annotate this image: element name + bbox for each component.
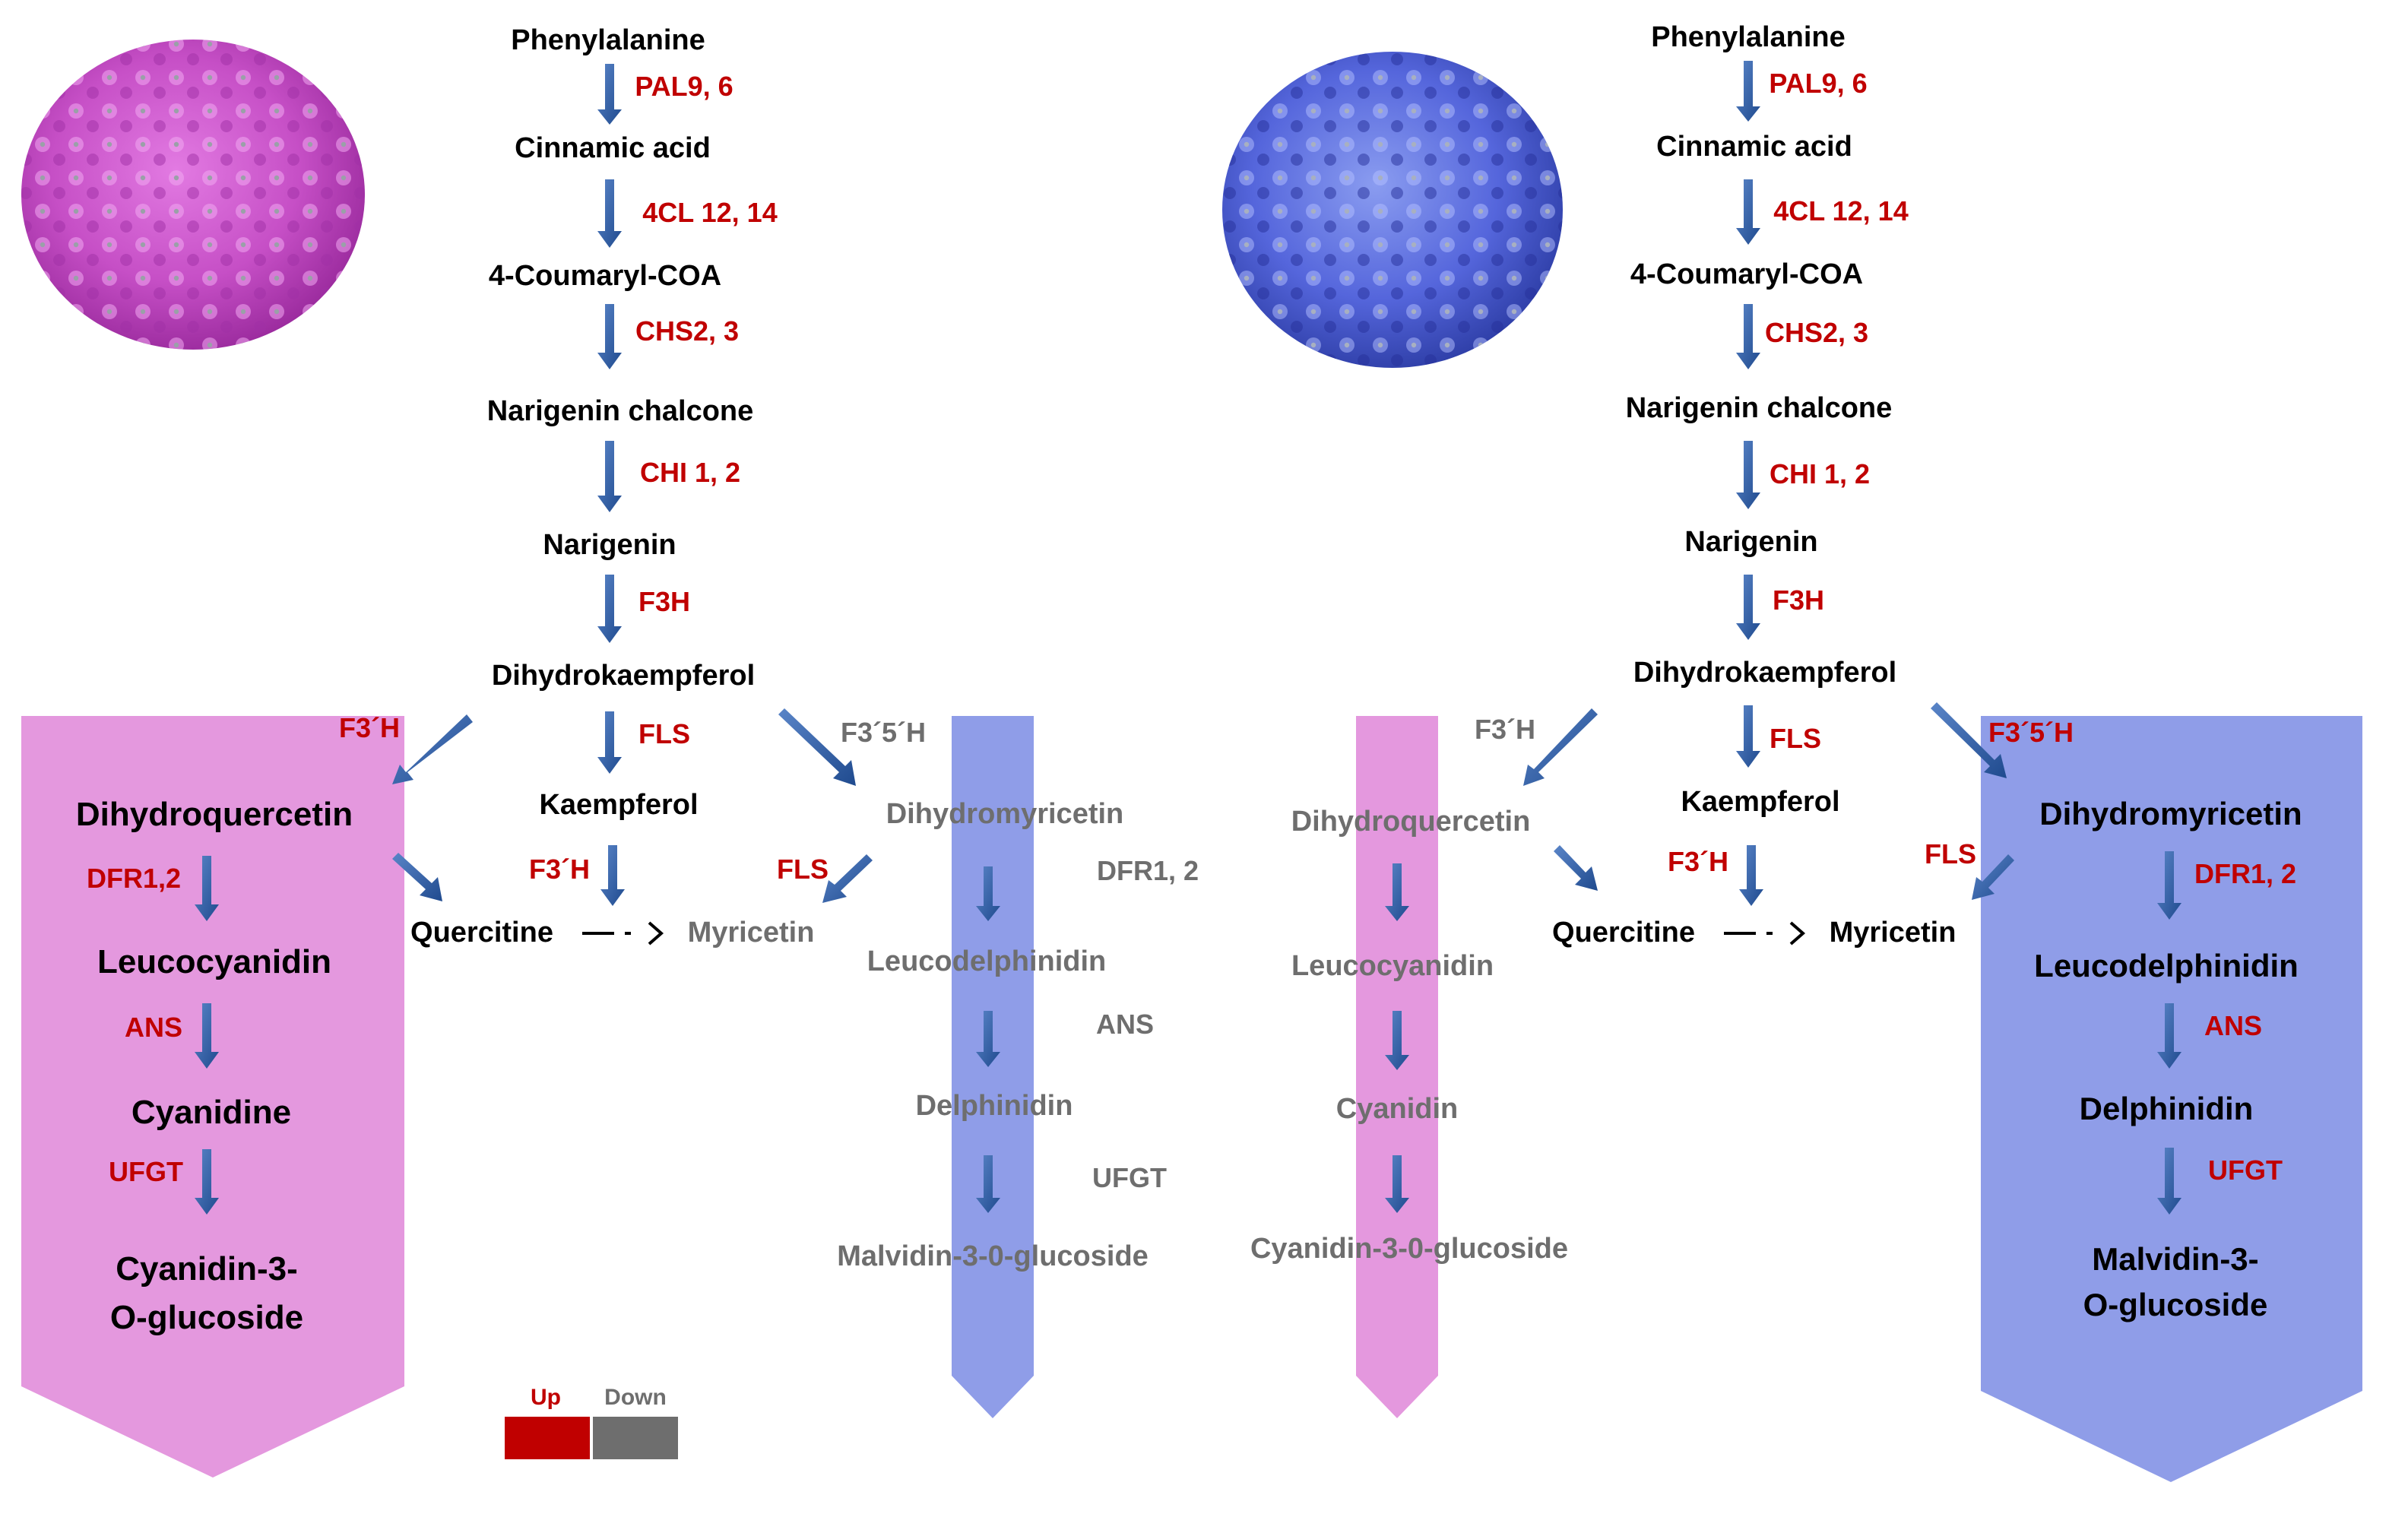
f3h-enzyme-left: F3H	[638, 587, 691, 617]
quercitine-label-right: Quercitine	[1552, 917, 1695, 949]
pink-large-band	[21, 716, 404, 1478]
f3h-enzyme-right: F3H	[1772, 585, 1825, 616]
diagonal-arrows-left	[392, 708, 873, 903]
fls-enzyme-left: FLS	[638, 719, 690, 749]
ans-enzyme-left-gray: ANS	[1095, 1009, 1155, 1040]
4cl-enzyme-right: 4CL 12, 14	[1773, 196, 1909, 226]
ans-enzyme-right: ANS	[2204, 1011, 2263, 1041]
pal-enzyme-left: PAL9, 6	[635, 71, 733, 102]
pal-enzyme-right: PAL9, 6	[1769, 68, 1868, 99]
legend-up-label: Up	[531, 1385, 561, 1411]
chi-enzyme-right: CHI 1, 2	[1769, 459, 1871, 489]
ufgt-enzyme-right: UFGT	[2208, 1155, 2283, 1186]
cyanidin-label-right: Cyanidin	[1335, 1094, 1459, 1126]
ans-enzyme-left: ANS	[124, 1012, 183, 1043]
chs-enzyme-right: CHS2, 3	[1764, 318, 1869, 348]
f3prime-h-enzyme-right-2: F3´H	[1668, 847, 1728, 877]
f35h-enzyme-right: F3´5´H	[1988, 717, 2074, 748]
cyanidine-label-left: Cyanidine	[131, 1093, 292, 1132]
leucocyanidin-label-left: Leucocyanidin	[97, 942, 332, 981]
dihydromyricetin-label-left: Dihydromyricetin	[886, 799, 1124, 831]
dfr-enzyme-left: DFR1,2	[86, 863, 182, 894]
blue-hydrangea-icon	[1222, 52, 1563, 368]
dihydromyricetin-label-right: Dihydromyricetin	[2039, 797, 2302, 832]
dfr-enzyme-right: DFR1, 2	[2194, 859, 2297, 889]
narigenin-label-right: Narigenin	[1684, 527, 1818, 559]
cyanidin-glucoside-label-right: Cyanidin-3-0-glucoside	[1250, 1234, 1569, 1265]
cinnamic-acid-label-right: Cinnamic acid	[1656, 131, 1852, 163]
fls-enzyme-right: FLS	[1770, 724, 1821, 754]
legend-up-swatch	[505, 1417, 590, 1459]
dfr-enzyme-left-gray: DFR1, 2	[1096, 856, 1199, 886]
quercitine-label-left: Quercitine	[410, 917, 553, 949]
dashed-arrow-left	[582, 921, 664, 945]
f3prime-h-enzyme-right: F3´H	[1475, 714, 1535, 745]
narigenin-chalcone-label-left: Narigenin chalcone	[486, 396, 754, 428]
fls-enzyme-right-2: FLS	[1925, 839, 1976, 869]
blue-thin-band	[952, 716, 1034, 1418]
diagonal-arrows-right	[1523, 702, 2014, 900]
dihydrokaempferol-label-left: Dihydrokaempferol	[491, 660, 756, 692]
chi-enzyme-left: CHI 1, 2	[639, 458, 741, 488]
arrows-left	[195, 64, 1000, 1215]
phenylalanine-label-right: Phenylalanine	[1651, 22, 1846, 54]
malvidin-glucoside-label-left: Malvidin-3-0-glucoside	[837, 1241, 1149, 1273]
ufgt-enzyme-left: UFGT	[109, 1157, 183, 1187]
delphinidin-label-left: Delphinidin	[915, 1091, 1073, 1123]
fls-enzyme-left-2: FLS	[777, 854, 829, 885]
cinnamic-acid-label-left: Cinnamic acid	[515, 133, 711, 165]
legend-down-swatch	[593, 1417, 678, 1459]
legend-down-label: Down	[604, 1385, 667, 1411]
leucodelphinidin-label-left: Leucodelphinidin	[867, 946, 1107, 978]
narigenin-chalcone-label-right: Narigenin chalcone	[1625, 393, 1893, 425]
4cl-enzyme-left: 4CL 12, 14	[642, 198, 778, 228]
ufgt-enzyme-left-gray: UFGT	[1092, 1163, 1167, 1193]
f3prime-h-enzyme-left: F3´H	[339, 713, 400, 743]
kaempferol-label-right: Kaempferol	[1681, 787, 1840, 819]
dashed-arrow-right	[1724, 921, 1806, 945]
chs-enzyme-left: CHS2, 3	[635, 316, 740, 347]
kaempferol-label-left: Kaempferol	[539, 790, 699, 822]
f3prime-h-enzyme-left-2: F3´H	[529, 854, 590, 885]
delphinidin-label-right: Delphinidin	[2079, 1092, 2254, 1127]
phenylalanine-label-left: Phenylalanine	[511, 25, 705, 57]
leucodelphinidin-label-right: Leucodelphinidin	[2034, 949, 2299, 984]
arrows-right	[1385, 61, 2181, 1215]
cyanidin-glucoside-label-left: Cyanidin-3- O-glucoside	[109, 1250, 304, 1336]
leucocyanidin-label-right: Leucocyanidin	[1291, 951, 1494, 983]
f35h-enzyme-left: F3´5´H	[840, 717, 927, 748]
pink-hydrangea-icon	[21, 40, 365, 350]
blue-large-band	[1981, 716, 2362, 1482]
dihydroquercetin-label-right: Dihydroquercetin	[1291, 806, 1531, 838]
coumaryl-coa-label-right: 4-Coumaryl-COA	[1630, 259, 1864, 291]
malvidin-glucoside-label-right: Malvidin-3- O-glucoside	[2083, 1243, 2268, 1324]
myricetin-label-left: Myricetin	[687, 917, 815, 949]
dihydrokaempferol-label-right: Dihydrokaempferol	[1633, 657, 1897, 689]
narigenin-label-left: Narigenin	[543, 530, 676, 562]
myricetin-label-right: Myricetin	[1829, 917, 1956, 949]
dihydroquercetin-label-left: Dihydroquercetin	[75, 795, 353, 834]
coumaryl-coa-label-left: 4-Coumaryl-COA	[488, 261, 722, 293]
